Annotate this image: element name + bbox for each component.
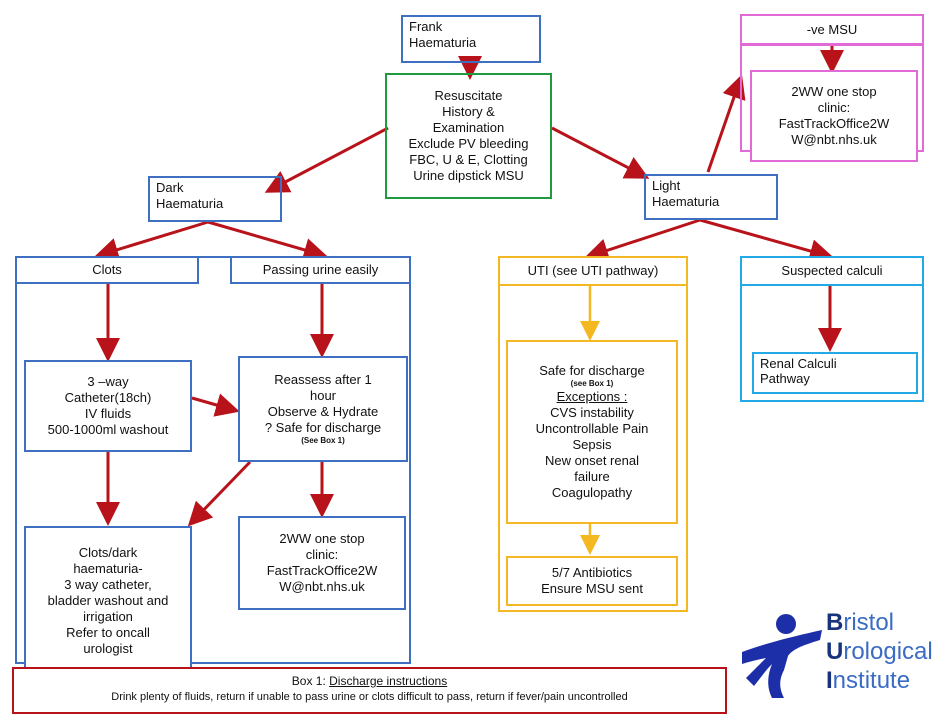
arrow-light-calculi — [699, 218, 834, 263]
twoww-clinic-bottom-box: 2WW one stop clinic: FastTrackOffice2W W… — [238, 516, 406, 610]
light-haematuria-box: Light Haematuria — [644, 174, 778, 220]
resus-line-4: Exclude PV bleeding — [408, 136, 529, 151]
resus-line-6: Urine dipstick MSU — [413, 168, 524, 183]
arrow-resus-light — [551, 126, 650, 179]
catheter-line-3: IV fluids — [84, 406, 132, 421]
twoww-bottom-line-2: clinic: — [305, 547, 339, 562]
catheter-line-4: 500-1000ml washout — [47, 422, 169, 437]
exception-1: CVS instability — [550, 405, 634, 420]
passing-urine-label: Passing urine easily — [262, 262, 379, 277]
clots-dark-box: Clots/dark haematuria- 3 way catheter, b… — [24, 526, 192, 676]
resuscitate-box: Resuscitate History & Examination Exclud… — [385, 73, 552, 199]
reassess-see-box1: (See Box 1) — [301, 436, 345, 445]
arrow-dark-clots — [94, 220, 209, 262]
clots-dark-line-5: irrigation — [83, 609, 133, 624]
reassess-line-3: Observe & Hydrate — [267, 404, 379, 419]
logo-line-3: Institute — [826, 666, 933, 695]
logo-line-2: Urological — [826, 637, 933, 666]
catheter-line-2: Catheter(18ch) — [64, 390, 152, 405]
resus-line-5: FBC, U & E, Clotting — [409, 152, 528, 167]
clots-dark-line-4: bladder washout and — [47, 593, 169, 608]
resus-line-2: History & — [442, 104, 495, 119]
clots-dark-line-1: Clots/dark — [78, 545, 138, 560]
arrow-resus-dark — [264, 126, 389, 193]
dark-haematuria-box: Dark Haematuria — [148, 176, 282, 222]
exception-5: failure — [574, 469, 610, 484]
ve-msu-label: -ve MSU — [806, 21, 858, 37]
logo-line-3-cap: I — [826, 667, 833, 694]
catheter-box: 3 –way Catheter(18ch) IV fluids 500-1000… — [24, 360, 192, 452]
reassess-line-1: Reassess after 1 — [274, 372, 372, 387]
bristol-urological-institute-logo-text: Bristol Urological Institute — [826, 608, 933, 695]
arrow-reassess-clotsdark — [187, 460, 252, 527]
arrow-catheter-reassess — [191, 393, 240, 417]
clots-header: Clots — [15, 256, 199, 284]
logo-line-1-cap: B — [826, 609, 844, 636]
uti-header: UTI (see UTI pathway) — [498, 256, 688, 286]
renal-calculi-box: Renal Calculi Pathway — [752, 352, 918, 394]
arrow-light-vemsu — [706, 74, 746, 173]
logo-line-1: Bristol — [826, 608, 933, 637]
box1-title-text: Discharge instructions — [329, 674, 448, 688]
reassess-line-2: hour — [309, 388, 337, 403]
dark-haematuria-container — [15, 256, 411, 664]
antibiotics-line-1: 5/7 Antibiotics — [551, 565, 633, 580]
logo-line-1-rest: ristol — [843, 609, 895, 636]
twoww-bottom-line-4: W@nbt.nhs.uk — [279, 579, 365, 594]
twoww-top-line-2: clinic: — [817, 100, 851, 115]
bristol-urological-logo-figure — [742, 614, 822, 698]
exception-4: New onset renal — [545, 453, 639, 468]
uti-header-label: UTI (see UTI pathway) — [527, 263, 659, 278]
exception-3: Sepsis — [572, 437, 612, 452]
antibiotics-box: 5/7 Antibiotics Ensure MSU sent — [506, 556, 678, 606]
box1-title: Box 1: Discharge instructions — [14, 673, 725, 689]
twoww-top-line-3: FastTrackOffice2W — [778, 116, 890, 131]
box1-text: Drink plenty of fluids, return if unable… — [111, 691, 628, 703]
safe-discharge-title: Safe for discharge — [539, 363, 645, 378]
clots-dark-line-6: Refer to oncall — [66, 625, 150, 640]
twoww-top-line-1: 2WW one stop — [791, 84, 877, 99]
resus-line-3: Examination — [432, 120, 505, 135]
box1-title-prefix: Box 1: — [291, 674, 330, 688]
clots-header-label: Clots — [92, 262, 122, 277]
logo-line-2-cap: U — [826, 638, 844, 665]
passing-urine-header: Passing urine easily — [230, 256, 411, 284]
safe-discharge-box: Safe for discharge (see Box 1) Exception… — [506, 340, 678, 524]
reassess-box: Reassess after 1 hour Observe & Hydrate … — [238, 356, 408, 462]
clots-dark-line-7: urologist — [83, 641, 133, 656]
box1-discharge-instructions: Box 1: Discharge instructions Drink plen… — [12, 667, 727, 714]
reassess-line-4: ? Safe for discharge — [264, 420, 382, 435]
logo-line-2-rest: rological — [843, 638, 933, 665]
ve-msu-box: -ve MSU — [740, 14, 924, 45]
safe-see-box1: (see Box 1) — [570, 379, 614, 388]
twoww-top-line-4: W@nbt.nhs.uk — [791, 132, 877, 147]
calculi-header-label: Suspected calculi — [781, 263, 883, 278]
clots-dark-line-2: haematuria- — [73, 561, 143, 576]
catheter-line-1: 3 –way — [87, 374, 129, 389]
twoww-bottom-line-1: 2WW one stop — [279, 531, 365, 546]
exception-6: Coagulopathy — [551, 485, 633, 500]
calculi-header: Suspected calculi — [740, 256, 924, 286]
arrow-dark-passing — [207, 220, 328, 262]
twoww-bottom-line-3: FastTrackOffice2W — [266, 563, 378, 578]
arrow-light-uti — [584, 218, 701, 262]
exception-2: Uncontrollable Pain — [535, 421, 649, 436]
twoww-clinic-top-box: 2WW one stop clinic: FastTrackOffice2W W… — [750, 70, 918, 162]
antibiotics-line-2: Ensure MSU sent — [541, 581, 643, 596]
resus-line-1: Resuscitate — [434, 88, 503, 103]
frank-haematuria-box: Frank Haematuria — [401, 15, 541, 63]
exceptions-title: Exceptions : — [556, 389, 628, 404]
logo-line-3-rest: nstitute — [832, 667, 911, 694]
clots-dark-line-3: 3 way catheter, — [64, 577, 152, 592]
